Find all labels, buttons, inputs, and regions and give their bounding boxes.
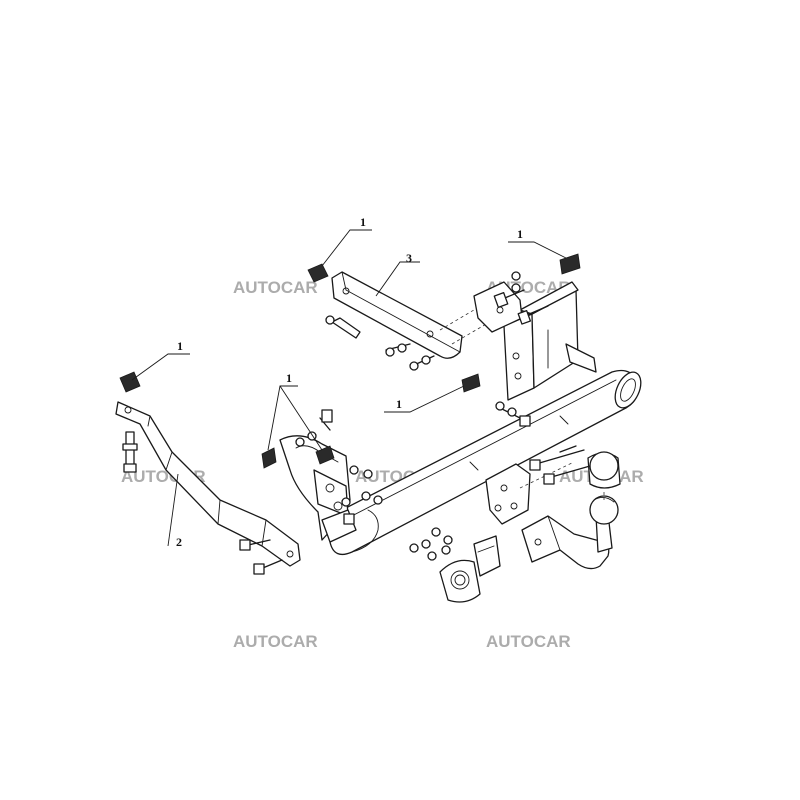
watermark-bottom-right: AUTOCAR: [486, 632, 571, 651]
main-cross-beam: [329, 369, 642, 556]
watermark-top-left: AUTOCAR: [233, 278, 318, 297]
callout-1-right-center: 1: [396, 397, 402, 411]
callout-1-left: 1: [177, 339, 183, 353]
socket-mounting-plate: [439, 535, 501, 603]
exploded-tow-ball: [587, 451, 621, 500]
callout-1-top-left: 1: [360, 215, 366, 229]
coupling-flange: [485, 461, 575, 525]
callout-leaders: [131, 229, 567, 547]
callout-2: 2: [176, 535, 182, 549]
callout-3: 3: [406, 251, 412, 265]
right-mounting-bracket: [503, 281, 597, 401]
part-1-clips: [119, 253, 581, 469]
callout-1-center: 1: [286, 371, 292, 385]
watermark-bottom-left: AUTOCAR: [233, 632, 318, 651]
bolts-and-fasteners: [122, 271, 591, 575]
callout-1-top-right: 1: [517, 227, 523, 241]
tow-ball-neck: [521, 495, 619, 570]
